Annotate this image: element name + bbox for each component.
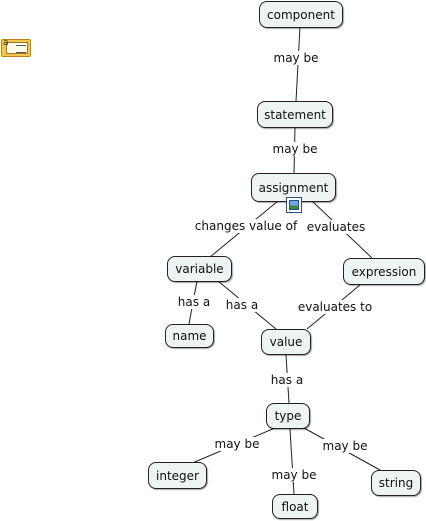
- link-label-variable-name[interactable]: has a: [176, 295, 212, 309]
- link-label-value-type[interactable]: has a: [269, 373, 305, 387]
- concept-integer[interactable]: integer: [148, 462, 207, 489]
- annotation-paper-icon: [6, 42, 28, 54]
- concept-variable[interactable]: variable: [167, 256, 232, 282]
- concept-string[interactable]: string: [371, 470, 421, 496]
- concept-float[interactable]: float: [272, 494, 318, 519]
- link-label-assignment-variable[interactable]: changes value of: [193, 219, 299, 233]
- concept-type[interactable]: type: [266, 403, 310, 429]
- link-label-type-integer[interactable]: may be: [213, 437, 261, 451]
- concept-name[interactable]: name: [165, 324, 214, 348]
- image-resource-icon[interactable]: [286, 197, 302, 213]
- letter-a-icon: a: [3, 38, 9, 48]
- link-label-assignment-expression[interactable]: evaluates: [305, 220, 367, 234]
- concept-expression[interactable]: expression: [343, 258, 425, 285]
- annotation-icon[interactable]: a: [1, 38, 31, 57]
- concept-value[interactable]: value: [261, 329, 311, 355]
- link-label-type-string[interactable]: may be: [321, 439, 369, 453]
- link-label-component-statement[interactable]: may be: [272, 51, 320, 65]
- link-label-statement-assignment[interactable]: may be: [271, 142, 319, 156]
- connector-type-float: [289, 428, 295, 495]
- link-label-type-float[interactable]: may be: [270, 468, 318, 482]
- link-label-expression-value[interactable]: evaluates to: [296, 300, 374, 314]
- concept-component[interactable]: component: [259, 1, 343, 28]
- text-lines-icon: [16, 45, 26, 53]
- concept-statement[interactable]: statement: [257, 101, 333, 128]
- link-label-variable-value[interactable]: has a: [224, 298, 260, 312]
- picture-thumbnail-icon: [289, 200, 299, 210]
